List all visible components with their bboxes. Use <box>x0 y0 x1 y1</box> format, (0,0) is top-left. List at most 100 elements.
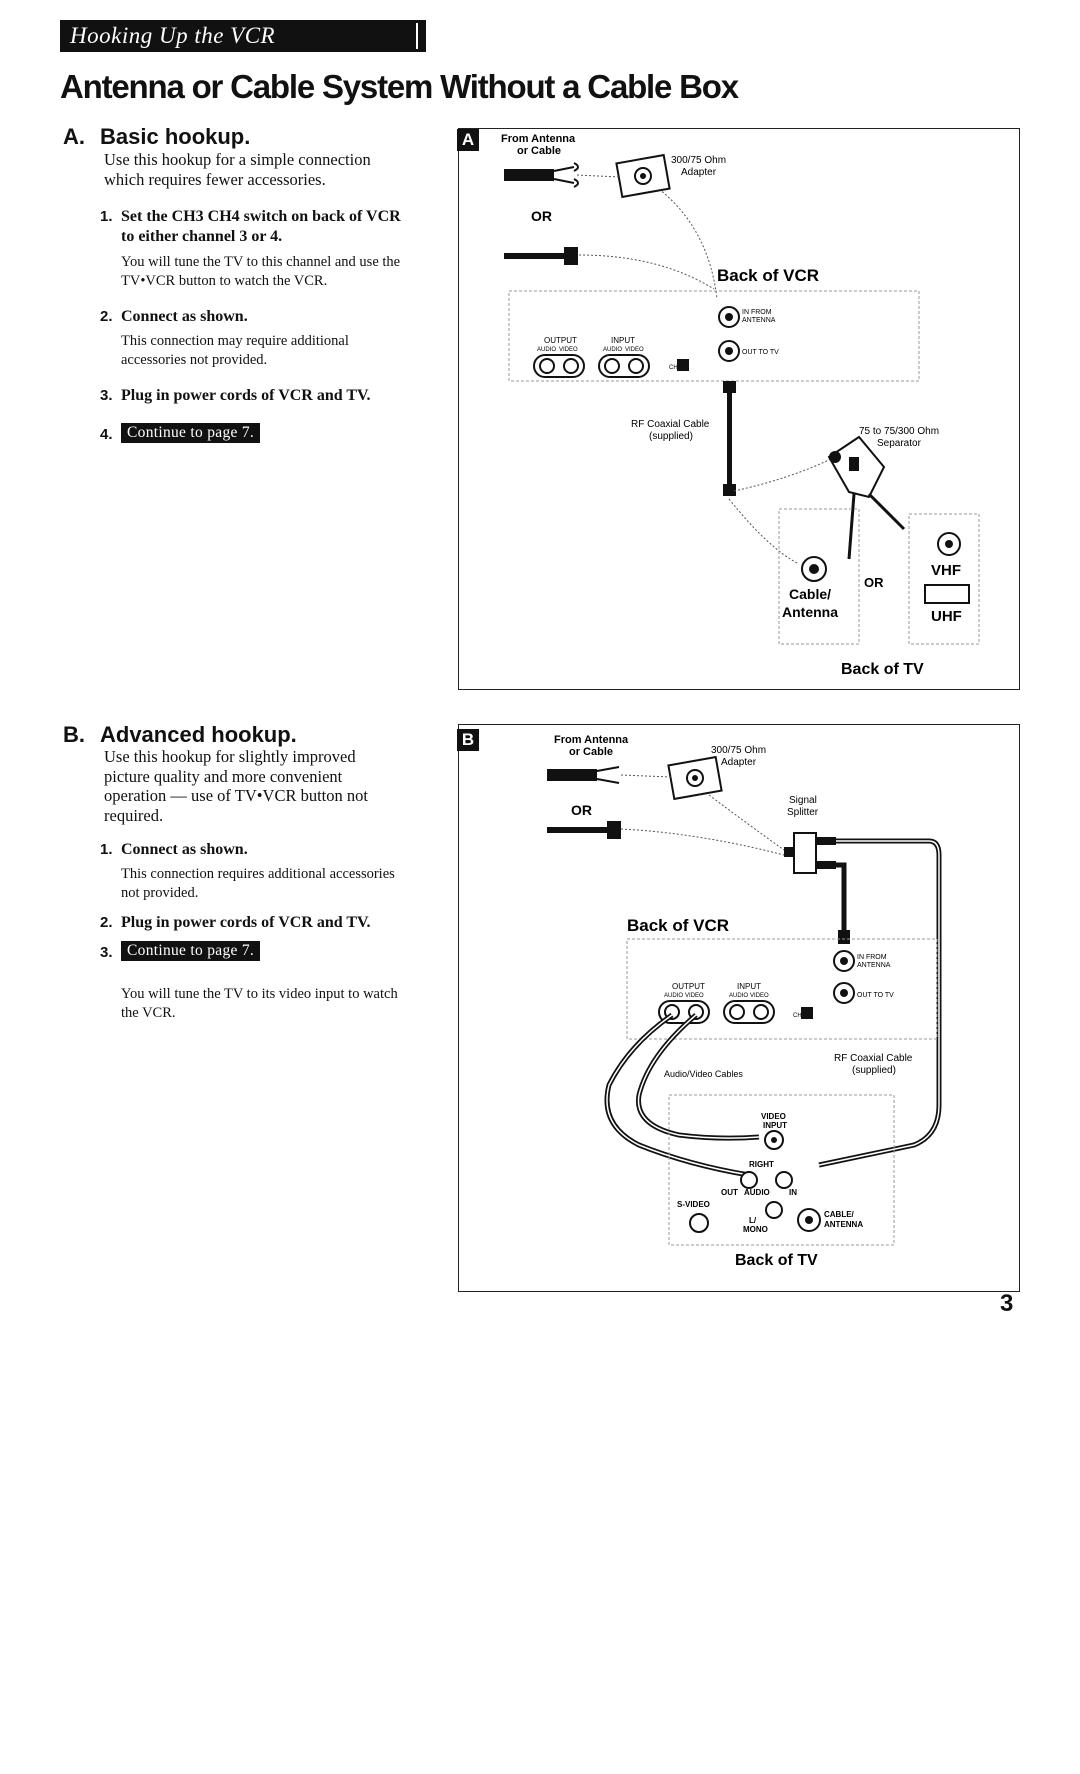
diagram-a-tag: A <box>457 129 479 151</box>
from-antenna-label: or Cable <box>517 145 561 157</box>
step-sub-line: You will tune the TV to this channel and… <box>121 254 401 270</box>
adapter-label: 300/75 Ohm <box>671 155 726 166</box>
adapter-icon <box>667 755 723 801</box>
section-a-heading: Basic hookup. <box>100 124 251 149</box>
note-line: You will tune the TV to its video input … <box>121 986 398 1002</box>
back-of-tv-label: Back of TV <box>735 1252 818 1269</box>
continue-to-page-7-link[interactable]: Continue to page 7. <box>121 941 261 961</box>
in-from-antenna-label: ANTENNA <box>742 317 776 324</box>
coax-cable <box>504 253 564 259</box>
back-of-vcr-label: Back of VCR <box>717 266 819 285</box>
page-number: 3 <box>1000 1290 1014 1317</box>
splitter-label: Splitter <box>787 807 819 818</box>
coax-cable <box>847 493 856 560</box>
twin-lead-cable <box>504 169 554 181</box>
section-header-label: Hooking Up the VCR <box>70 23 276 48</box>
audio-l-mono-jack <box>765 1201 783 1219</box>
adapter-label: Adapter <box>721 757 757 768</box>
dotted-connector <box>733 458 832 492</box>
section-b-step-2: Plug in power cords of VCR and TV. <box>121 914 371 931</box>
step-title-line: Set the CH3 CH4 switch on back of VCR <box>121 208 401 225</box>
separator-label: 75 to 75/300 Ohm <box>859 426 939 437</box>
dotted-connector <box>728 498 800 565</box>
video-input-label: INPUT <box>763 1121 787 1130</box>
step-number: 3. <box>100 944 113 961</box>
adapter-label: 300/75 Ohm <box>711 745 766 756</box>
adapter-label: Adapter <box>681 167 717 178</box>
audio-label: AUDIO <box>603 347 622 353</box>
audio-video-jacks <box>658 1000 775 1024</box>
step-number: 2. <box>100 308 113 325</box>
uhf-label: UHF <box>931 608 962 625</box>
step-title-line: Connect as shown. <box>121 841 248 858</box>
rf-cable-label: (supplied) <box>852 1065 896 1076</box>
step-number: 1. <box>100 208 113 225</box>
diagram-a-drawing: From Antenna or Cable 300/75 Ohm Adapter… <box>501 133 980 678</box>
out-to-tv-label: OUT TO TV <box>742 349 779 356</box>
section-b-letter: B. <box>63 722 85 747</box>
step-sub-line: accessories not provided. <box>121 351 268 368</box>
intro-line: which requires fewer accessories. <box>104 169 326 189</box>
or-label: OR <box>864 575 884 590</box>
step-title-line: to either channel 3 or 4. <box>121 227 283 245</box>
from-antenna-label: From Antenna <box>501 133 576 145</box>
cable-antenna-label: ANTENNA <box>824 1220 863 1229</box>
coax-connector <box>564 247 578 265</box>
intro-line: required. <box>104 805 164 825</box>
svideo-jack <box>689 1213 709 1233</box>
audio-video-jacks <box>533 354 650 378</box>
diagram-b-drawing: From Antenna or Cable 300/75 Ohm Adapter… <box>547 734 942 1269</box>
step-sub-line: This connection requires additional acce… <box>121 865 395 882</box>
splitter-label: Signal <box>789 795 817 806</box>
dotted-connector <box>708 794 785 851</box>
intro-line: picture quality and more convenient <box>104 766 343 786</box>
rf-coaxial-cable-to-tv <box>818 838 942 1168</box>
in-from-antenna-label: IN FROM <box>742 309 772 316</box>
twin-lead-cable <box>867 492 906 531</box>
audio-in-right-jack <box>775 1171 793 1189</box>
audio-video-cables <box>604 1012 750 1178</box>
intro-line: Use this hookup for a simple connection <box>104 150 371 169</box>
from-antenna-label: or Cable <box>569 746 613 758</box>
diagram-b-advanced-hookup: B From Antenna or Cable 300/75 Ohm Adapt… <box>457 724 1020 1292</box>
cable-antenna-label: Antenna <box>782 604 838 620</box>
tv-back-panel <box>668 1094 895 1246</box>
step-number: 2. <box>100 914 113 931</box>
vcr-back-panel <box>508 290 920 382</box>
audio-label: AUDIO <box>744 1188 770 1197</box>
continue-to-page-7-link[interactable]: Continue to page 7. <box>121 423 261 443</box>
intro-line: Use this hookup for slightly improved <box>104 747 356 766</box>
twin-lead-prong <box>553 166 575 184</box>
rf-cable-label: (supplied) <box>649 431 693 442</box>
audio-label: AUDIO <box>729 993 748 999</box>
output-label: OUTPUT <box>672 982 705 991</box>
section-a-intro: Use this hookup for a simple connection … <box>104 150 371 189</box>
dotted-connector <box>576 174 620 178</box>
ch-switch-icon <box>677 359 689 371</box>
output-label: OUTPUT <box>544 336 577 345</box>
note-line: the VCR. <box>121 1005 176 1021</box>
step-number: 4. <box>100 426 113 443</box>
rf-cable-label: RF Coaxial Cable <box>631 419 710 430</box>
ch-switch-icon <box>801 1007 813 1019</box>
video-label: VIDEO <box>750 993 769 999</box>
coax-cable <box>547 827 607 833</box>
l-mono-label: L/ <box>749 1216 757 1225</box>
section-header-bar: Hooking Up the VCR <box>60 20 426 52</box>
twin-lead-prong <box>596 766 620 784</box>
step-sub-line: This connection may require additional <box>121 332 349 349</box>
audio-label: AUDIO <box>664 993 683 999</box>
audio-label: AUDIO <box>537 347 556 353</box>
vhf-label: VHF <box>931 562 961 579</box>
video-label: VIDEO <box>625 347 644 353</box>
av-cables-label: Audio/Video Cables <box>664 1069 743 1079</box>
cable-antenna-label: Cable/ <box>789 586 831 602</box>
cable-antenna-label: CABLE/ <box>824 1210 855 1219</box>
video-label: VIDEO <box>685 993 704 999</box>
rf-coaxial-cable-to-vcr <box>836 862 847 935</box>
step-number: 3. <box>100 387 113 404</box>
video-input-label: VIDEO <box>761 1112 786 1121</box>
tv-back-panel-right <box>908 513 980 645</box>
out-to-tv-label: OUT TO TV <box>857 992 894 999</box>
step-number: 1. <box>100 841 113 858</box>
